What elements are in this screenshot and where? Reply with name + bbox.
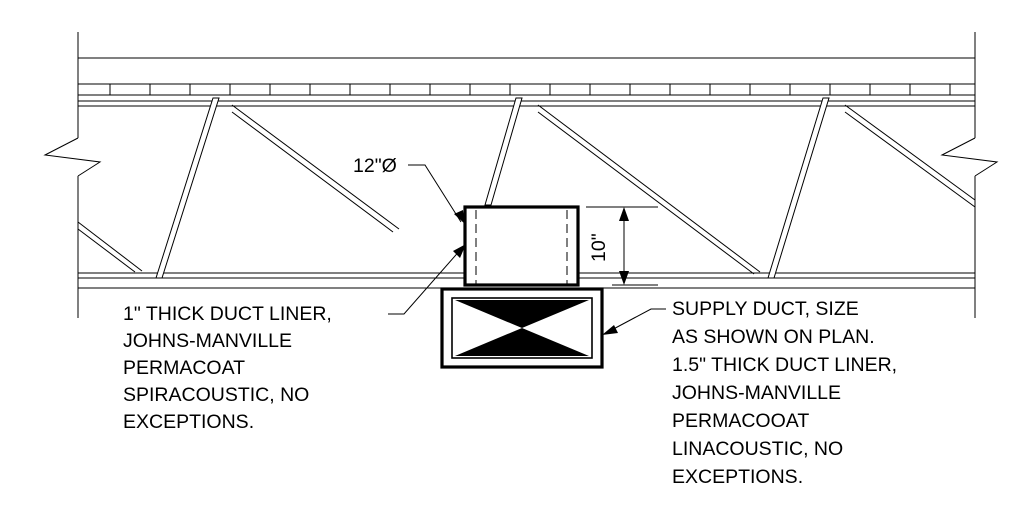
round-duct-size-label: 12"Ø [353,155,397,177]
right-note-line-3: 1.5" THICK DUCT LINER, [672,354,897,376]
leader-round-duct [408,164,462,223]
web-diagonal-0a [77,221,143,272]
web-diagonal-2b [537,111,755,275]
roof-structure [43,32,999,318]
leader-left-note [388,247,463,315]
leader-right-note-arrow [602,325,618,335]
web-diagonal-3b [844,111,976,208]
left-note-line-3: PERMACOAT [123,357,245,379]
dim-arrow-bottom [619,271,629,285]
web-vertical-1 [155,97,220,279]
leader-round-duct-arrow [454,210,465,224]
left-note: 1" THICK DUCT LINER, JOHNS-MANVILLE PERM… [123,303,337,433]
deck-flutes [109,84,951,95]
web-diagonal-1a [231,104,400,230]
right-note-line-1: SUPPLY DUCT, SIZE [672,298,859,320]
dim-arrow-top [619,207,629,221]
web-vertical-3 [767,97,830,279]
left-note-line-1: 1" THICK DUCT LINER, [123,303,332,325]
leader-left-note-arrow [453,244,466,258]
dimension-10in [586,206,658,286]
supply-duct [440,287,604,369]
right-note-line-2: AS SHOWN ON PLAN. [672,326,875,348]
right-note-line-7: EXCEPTIONS. [672,466,803,488]
web-diagonal-2a [537,104,761,273]
left-note-line-4: SPIRACOUSTIC, NO [123,384,309,406]
round-duct [463,205,580,287]
left-note-line-2: JOHNS-MANVILLE [123,330,292,352]
left-note-line-5: EXCEPTIONS. [123,411,254,433]
web-diagonal-0b [77,228,136,273]
joist-web [77,97,976,279]
round-duct-outline [463,205,580,287]
right-note-line-6: LINACOUSTIC, NO [672,438,843,460]
right-break-symbol [940,137,999,177]
right-note-line-4: JOHNS-MANVILLE [672,382,841,404]
web-vertical-2 [484,97,523,206]
web-diagonal-1b [231,111,394,233]
web-diagonal-3a [844,104,976,201]
supply-duct-symbol-top [455,300,589,328]
leaders [388,164,666,335]
right-note: SUPPLY DUCT, SIZE AS SHOWN ON PLAN. 1.5"… [672,298,903,488]
supply-duct-symbol-bottom [455,328,589,356]
dimension-label: 10" [588,233,610,262]
left-break-symbol [43,137,102,177]
right-note-line-5: PERMACOOAT [672,410,809,432]
leader-right-note [605,308,666,334]
